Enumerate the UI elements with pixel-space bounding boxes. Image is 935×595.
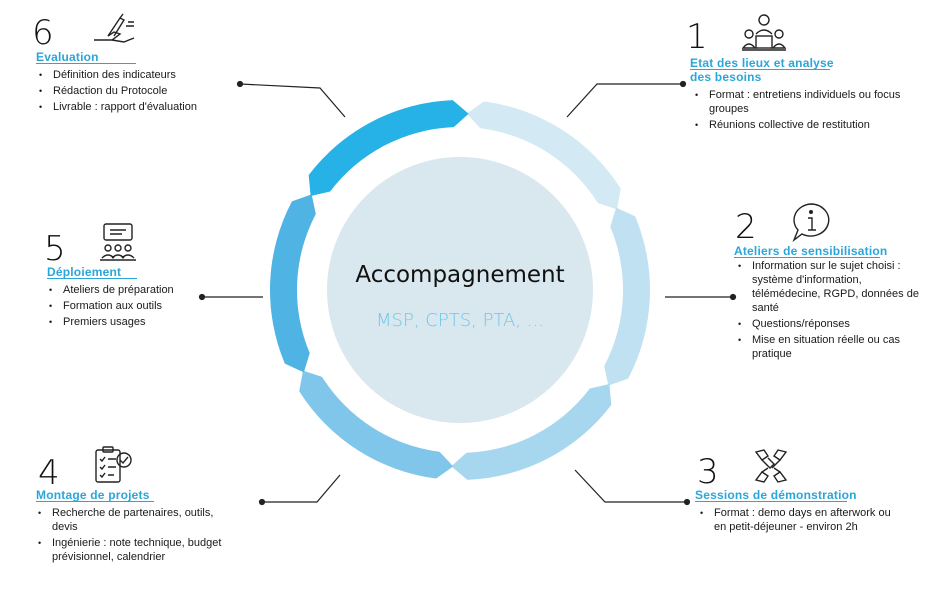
ring-segment-5 [270, 194, 316, 373]
cycle-ring [270, 100, 650, 480]
list-item: Formation aux outils [48, 299, 218, 313]
list-item: Recherche de partenaires, outils, devis [37, 506, 237, 534]
connector-4 [262, 474, 341, 503]
list-item: Mise en situation réelle ou cas pratique [737, 333, 922, 361]
center-hub [327, 157, 593, 423]
team-meeting-icon [741, 14, 787, 51]
signing-hand-icon [94, 13, 135, 43]
connector-1 [566, 83, 683, 118]
ring-segment-1 [466, 101, 621, 210]
connector-dot-4 [258, 498, 266, 506]
step-4-number: 4 [38, 453, 60, 493]
step-2-title: Ateliers de sensibilisation [734, 244, 888, 258]
step-4-title: Montage de projets [36, 488, 150, 502]
step-5-items: Ateliers de préparation Formation aux ou… [48, 283, 218, 331]
center-title: Accompagnement [355, 262, 565, 288]
ring-segment-4 [299, 370, 454, 479]
connector-dot-6 [236, 80, 244, 88]
step-5-underline [47, 278, 137, 279]
step-6-title: Evaluation [36, 50, 99, 64]
ring-segment-2 [604, 207, 650, 386]
step-6-underline [36, 63, 136, 64]
info-bubble-icon [792, 203, 830, 242]
list-item: Réunions collective de restitution [694, 118, 919, 132]
ring-segment-6 [308, 100, 469, 196]
step-5-number: 5 [44, 229, 66, 269]
step-3-underline [695, 501, 847, 502]
connector-6 [239, 83, 346, 118]
handshake-icon [754, 449, 788, 483]
checklist-icon [95, 446, 132, 483]
step-1-underline [690, 69, 830, 70]
list-item: Rédaction du Protocole [38, 84, 238, 98]
list-item: Information sur le sujet choisi : systèm… [737, 259, 922, 315]
step-1-title: Etat des lieux et analyse des besoins [690, 56, 834, 84]
connector-dot-3 [683, 498, 691, 506]
list-item: Livrable : rapport d'évaluation [38, 100, 238, 114]
connector-dot-2 [729, 293, 737, 301]
step-3-title: Sessions de démonstration [695, 488, 857, 502]
connector-lines [198, 80, 737, 506]
step-3-number: 3 [697, 452, 719, 492]
step-6-number: 6 [32, 13, 54, 53]
list-item: Format : entretiens individuels ou focus… [694, 88, 919, 116]
list-item: Questions/réponses [737, 317, 922, 331]
list-item: Définition des indicateurs [38, 68, 238, 82]
step-4-items: Recherche de partenaires, outils, devis … [37, 506, 237, 566]
list-item: Ateliers de préparation [48, 283, 218, 297]
list-item: Premiers usages [48, 315, 218, 329]
step-5-title: Déploiement [47, 265, 122, 279]
step-3-items: Format : demo days en afterwork ou en pe… [699, 506, 899, 536]
step-6-items: Définition des indicateurs Rédaction du … [38, 68, 238, 116]
list-item: Format : demo days en afterwork ou en pe… [699, 506, 899, 534]
connector-dot-1 [679, 80, 687, 88]
step-4-underline [36, 501, 154, 502]
step-2-number: 2 [735, 207, 757, 247]
step-1-number: 1 [686, 17, 708, 57]
step-1-items: Format : entretiens individuels ou focus… [694, 88, 919, 134]
connector-3 [574, 469, 687, 503]
presentation-icon [100, 223, 136, 261]
step-2-underline [734, 257, 880, 258]
step-2-items: Information sur le sujet choisi : systèm… [737, 259, 922, 363]
center-subtitle: MSP, CPTS, PTA, ... [376, 310, 544, 331]
list-item: Ingénierie : note technique, budget prév… [37, 536, 237, 564]
ring-segment-3 [451, 384, 612, 480]
